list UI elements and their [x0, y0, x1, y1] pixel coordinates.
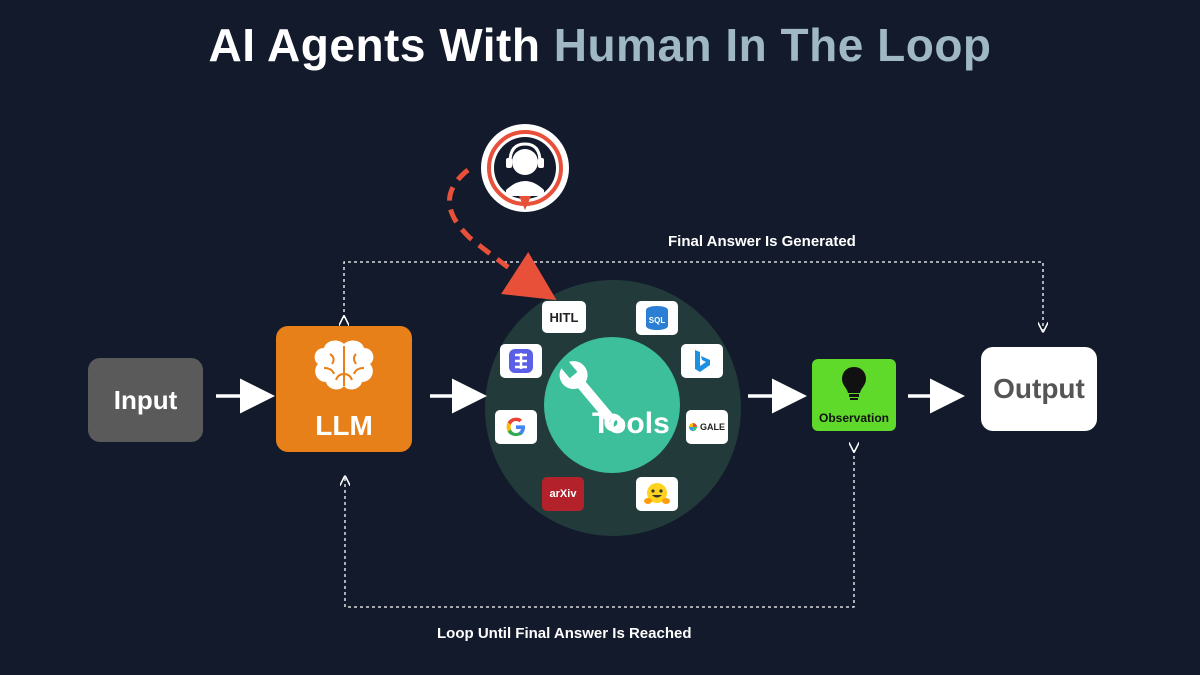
observation-label: Observation	[818, 411, 890, 425]
final-answer-path	[344, 261, 1043, 330]
loop-path	[345, 450, 854, 608]
tools-hub	[544, 337, 680, 473]
sql-database-icon: SQL	[636, 301, 678, 335]
wrench-icon	[559, 359, 623, 432]
gale-label: GALE	[699, 422, 725, 432]
input-node: Input	[88, 358, 203, 442]
hugging-face-icon	[636, 477, 678, 511]
title-part-2: Human In The Loop	[553, 19, 992, 71]
observation-node: Observation	[812, 359, 896, 431]
bing-icon	[681, 344, 723, 378]
loop-label: Loop Until Final Answer Is Reached	[437, 625, 692, 642]
final-answer-label: Final Answer Is Generated	[668, 233, 856, 250]
human-input-arrow	[447, 168, 557, 301]
google-icon	[495, 410, 537, 444]
diagram-title: AI Agents With Human In The Loop	[0, 18, 1200, 72]
hitl-label: HITL	[549, 309, 579, 325]
title-part-1: AI Agents With	[208, 19, 541, 71]
human-operator-icon	[481, 124, 569, 212]
llm-label: LLM	[315, 410, 373, 441]
input-label: Input	[113, 384, 178, 415]
tools-label: Tools	[592, 407, 670, 440]
gale-icon: GALE	[686, 410, 728, 444]
gale-logo-mark	[688, 423, 697, 431]
stack-icon	[500, 344, 542, 378]
lightbulb-icon	[842, 367, 866, 400]
arxiv-label: arXiv	[549, 488, 577, 500]
arxiv-icon: arXiv	[542, 477, 584, 511]
sql-label: SQL	[649, 316, 666, 325]
brain-icon	[314, 340, 374, 390]
hitl-tool-icon: HITL	[542, 301, 586, 333]
output-node: Output	[981, 347, 1097, 431]
llm-node: LLM	[276, 326, 412, 452]
output-label: Output	[993, 373, 1085, 404]
